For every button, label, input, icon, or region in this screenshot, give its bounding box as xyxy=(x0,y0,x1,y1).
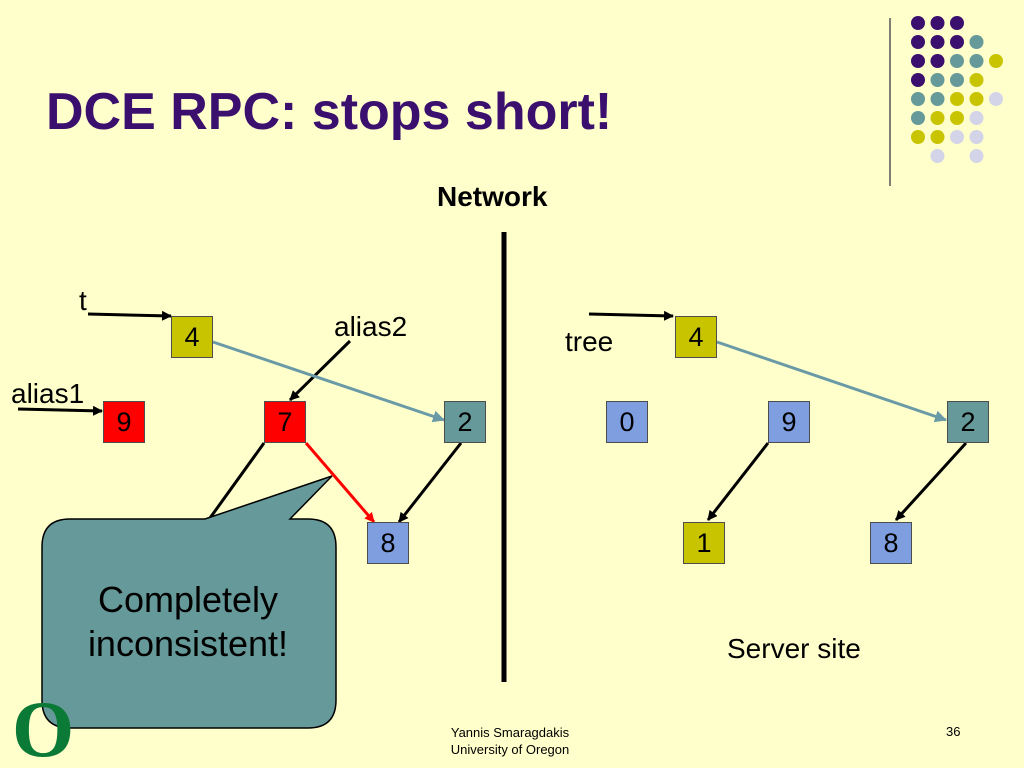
edge-4-to-2-server xyxy=(716,340,947,423)
decorative-dot xyxy=(969,111,984,125)
pointer-label-tree: tree xyxy=(565,326,614,357)
decorative-dot xyxy=(950,16,964,30)
client-node-2: 2 xyxy=(444,401,486,443)
network-label: Network xyxy=(437,181,548,212)
edge-9-to-1-server xyxy=(706,442,770,521)
decorative-dot xyxy=(930,35,945,49)
callout-text: Completely inconsistent! xyxy=(42,578,334,666)
decorative-dot xyxy=(969,54,984,68)
edge-7-to-8-red xyxy=(304,442,376,523)
decorative-dot xyxy=(930,130,945,144)
pointer-label-t: t xyxy=(79,285,87,316)
server-node-1: 1 xyxy=(683,522,725,564)
edge-2-to-8-server xyxy=(894,441,968,522)
callout-line-2: inconsistent! xyxy=(87,623,289,664)
decorative-dot xyxy=(930,149,945,163)
decorative-dot xyxy=(950,73,964,87)
decorative-dot xyxy=(930,54,945,68)
edge-4-to-2-client xyxy=(212,340,445,423)
server-node-9: 9 xyxy=(768,401,810,443)
decorative-dot xyxy=(950,35,964,49)
decorative-dot-grid xyxy=(889,16,1003,186)
decorative-dot xyxy=(911,111,925,125)
decorative-dot xyxy=(911,16,925,30)
client-node-4: 4 xyxy=(171,316,213,358)
client-node-7: 7 xyxy=(264,401,306,443)
decorative-dot xyxy=(950,54,964,68)
pointer-label-alias1: alias1 xyxy=(11,378,85,409)
decorative-dot xyxy=(911,73,925,87)
server-node-8: 8 xyxy=(870,522,912,564)
decorative-dot xyxy=(989,92,1003,106)
arrow-alias1-to-9 xyxy=(17,405,103,416)
decorative-dot xyxy=(969,130,984,144)
decorative-dot xyxy=(911,92,925,106)
decorative-dot xyxy=(950,92,964,106)
callout-bubble xyxy=(41,475,337,729)
client-node-9: 9 xyxy=(103,401,145,443)
page-number: 36 xyxy=(946,724,961,739)
decorative-dot xyxy=(989,54,1003,68)
decorative-dot xyxy=(930,92,945,106)
decorative-dot xyxy=(950,130,964,144)
footer-author: Yannis Smaragdakis University of Oregon xyxy=(420,724,600,758)
footer-author-name: Yannis Smaragdakis xyxy=(450,725,570,740)
decorative-dot xyxy=(930,73,945,87)
arrow-tree-to-4 xyxy=(588,310,674,321)
callout-line-1: Completely xyxy=(97,579,279,620)
decorative-dot xyxy=(911,54,925,68)
server-node-4: 4 xyxy=(675,316,717,358)
university-logo: O xyxy=(12,686,75,768)
decorative-dot xyxy=(969,149,984,163)
decorative-dot xyxy=(969,92,984,106)
server-node-2: 2 xyxy=(947,401,989,443)
decorative-dot xyxy=(969,73,984,87)
decorative-dot xyxy=(969,35,984,49)
footer-affiliation: University of Oregon xyxy=(450,742,570,757)
pointer-label-alias2: alias2 xyxy=(334,311,408,342)
slide-title: DCE RPC: stops short! xyxy=(46,83,613,141)
edge-7-to-left xyxy=(208,442,266,519)
decorative-dot xyxy=(911,130,925,144)
decorative-dot xyxy=(930,16,945,30)
decorative-dot xyxy=(911,35,925,49)
server-site-label: Server site xyxy=(727,633,861,664)
decorative-dot xyxy=(930,111,945,125)
arrow-t-to-4 xyxy=(87,310,172,321)
edge-2-to-8-client xyxy=(397,442,463,523)
client-node-8: 8 xyxy=(367,522,409,564)
server-node-0: 0 xyxy=(606,401,648,443)
decorative-dot xyxy=(950,111,964,125)
arrow-alias2-to-7 xyxy=(288,339,352,402)
